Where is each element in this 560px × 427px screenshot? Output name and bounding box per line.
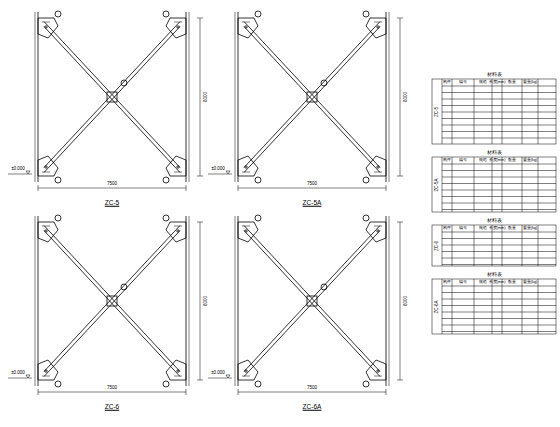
dimension-label: 6000 — [404, 296, 409, 306]
table-cell: 数量 — [508, 81, 516, 85]
table-cell: 构件 — [443, 227, 451, 231]
dimension-label: 7500 — [107, 182, 117, 187]
table-cell: 构件 — [443, 81, 451, 85]
table-cell: 编号 — [459, 281, 467, 285]
dimension-label: 6000 — [204, 296, 209, 306]
drawing-title: ZC-5A — [303, 200, 322, 207]
table-cell: 数量 — [508, 281, 516, 285]
table-cell: 规格 — [479, 227, 487, 231]
table-cell: 编号 — [459, 81, 467, 85]
bracing-lines — [8, 11, 403, 395]
table-cell: ZC-6A — [435, 300, 440, 313]
table-cell: 材料表 — [487, 73, 502, 78]
table-cell: 规格 — [479, 281, 487, 285]
table-cell: 重量(kg) — [523, 81, 538, 85]
dimension-label: ±0.000 — [11, 167, 25, 172]
table-cell: 长度(mm) — [489, 281, 506, 285]
drawing-title: ZC-6A — [303, 404, 322, 411]
table-cell: 规格 — [479, 159, 487, 163]
table-cell: 编号 — [459, 159, 467, 163]
table-cell: ZC-5 — [435, 107, 440, 117]
dimension-label: 7500 — [307, 386, 317, 391]
table-cell: 材料表 — [487, 151, 502, 156]
table-cell: ZC-5A — [435, 178, 440, 191]
table-cell: 规格 — [479, 81, 487, 85]
dimension-label: ±0.000 — [11, 371, 25, 376]
drawing-title: ZC-5 — [105, 200, 119, 207]
table-cell: 数量 — [508, 159, 516, 163]
table-cell: 重量(kg) — [523, 227, 538, 231]
table-cell: 构件 — [443, 159, 451, 163]
table-cell: 长度(mm) — [489, 227, 506, 231]
dimension-label: 7500 — [107, 386, 117, 391]
table-cell: 重量(kg) — [523, 281, 538, 285]
table-cell: 数量 — [508, 227, 516, 231]
table-cell: 编号 — [459, 227, 467, 231]
table-cell: 长度(mm) — [489, 159, 506, 163]
dimension-label: 6000 — [204, 92, 209, 102]
dimension-label: ±0.000 — [211, 371, 225, 376]
table-cell: 材料表 — [487, 219, 502, 224]
dimension-label: 7500 — [307, 182, 317, 187]
table-cell: 材料表 — [487, 273, 502, 278]
dimension-label: 6000 — [404, 92, 409, 102]
dimension-label: ±0.000 — [211, 167, 225, 172]
table-cell: 长度(mm) — [489, 81, 506, 85]
table-cell: ZC-6 — [435, 241, 440, 251]
material-table — [432, 79, 556, 334]
table-cell: 重量(kg) — [523, 159, 538, 163]
drawing-title: ZC-6 — [105, 404, 119, 411]
table-cell: 构件 — [443, 281, 451, 285]
